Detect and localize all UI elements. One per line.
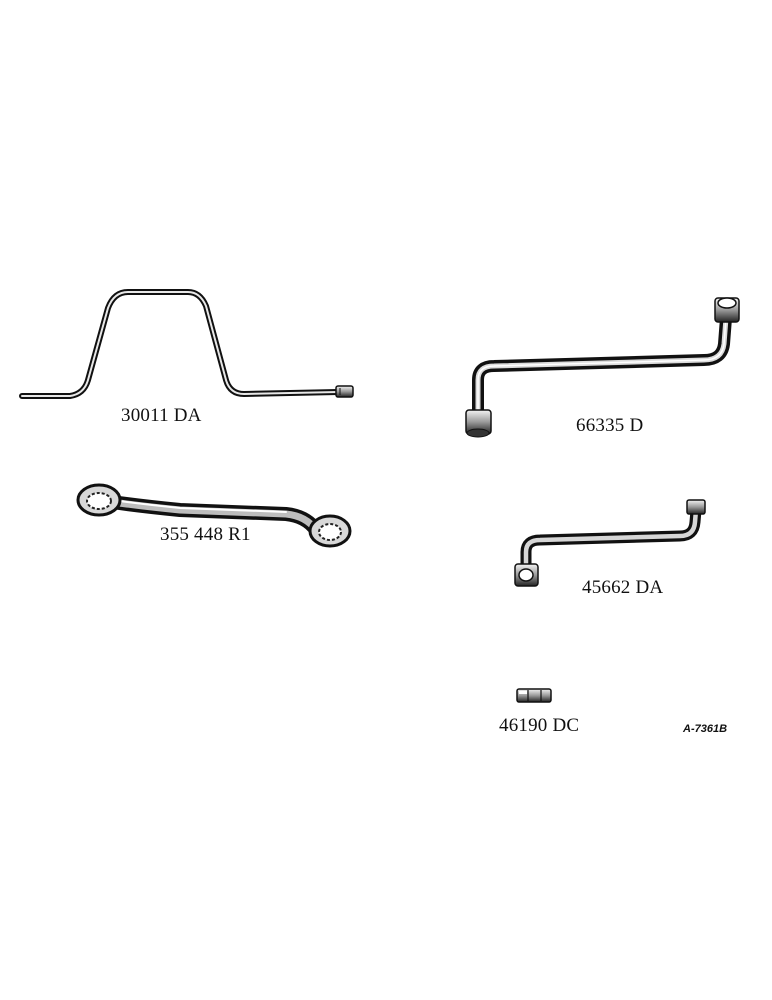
wrench-355448-drawing [76, 483, 352, 548]
socket-46190-drawing [516, 688, 552, 703]
wrench-45662-drawing [514, 499, 706, 587]
wrench-30011-drawing [19, 289, 354, 399]
figure-reference-code: A-7361B [683, 723, 728, 735]
part-label-46190: 46190 DC [499, 715, 580, 736]
part-label-66335: 66335 D [576, 415, 644, 436]
part-label-355448: 355 448 R1 [160, 524, 251, 545]
part-label-45662: 45662 DA [582, 577, 664, 598]
wrench-66335-drawing [465, 297, 740, 438]
part-label-30011: 30011 DA [121, 405, 202, 426]
